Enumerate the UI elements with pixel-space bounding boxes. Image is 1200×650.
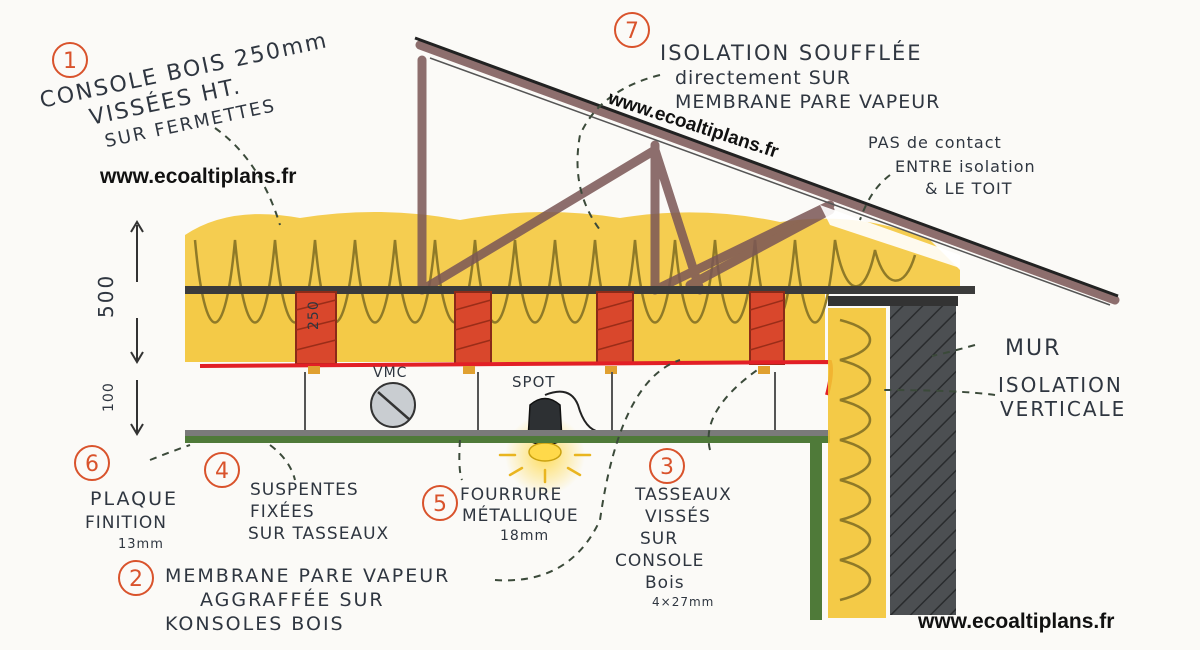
spot-label: SPOT bbox=[512, 373, 556, 391]
roof-gap-line-1: PAS de contact bbox=[868, 133, 1002, 152]
roof-gap-line-2: ENTRE isolation bbox=[895, 157, 1036, 176]
label-3-line-1: TASSEAUX bbox=[634, 485, 732, 505]
label-6-line-1: PLAQUE bbox=[90, 488, 178, 510]
label-5-line-1: FOURRURE bbox=[460, 485, 562, 505]
beam-mark: 250 bbox=[306, 300, 322, 330]
label-4-line-2: FIXÉES bbox=[250, 500, 315, 522]
label-7-line-3: MEMBRANE PARE VAPEUR bbox=[675, 91, 940, 113]
wall-top-plate bbox=[828, 296, 958, 306]
label-3-line-6: 4×27mm bbox=[652, 595, 714, 609]
label-4-line-3: SUR TASSEAUX bbox=[248, 524, 389, 544]
label-3-line-2: VISSÉS bbox=[645, 505, 711, 527]
label-7-line-1: ISOLATION SOUFFLÉE bbox=[660, 40, 923, 65]
callout-num-6: 6 bbox=[85, 452, 99, 477]
watermark-top-left: www.ecoaltiplans.fr bbox=[99, 165, 296, 188]
roof-gap-line-3: & LE TOIT bbox=[925, 179, 1013, 198]
watermark-bottom-right: www.ecoaltiplans.fr bbox=[917, 610, 1114, 633]
callout-num-2: 2 bbox=[129, 567, 143, 592]
callout-num-4: 4 bbox=[215, 459, 229, 484]
spot-cable bbox=[544, 390, 601, 433]
hangers bbox=[304, 372, 776, 430]
plasterboard-return bbox=[810, 440, 822, 620]
label-2-line-3: KONSOLES BOIS bbox=[165, 613, 345, 635]
callout-num-7: 7 bbox=[625, 19, 639, 44]
label-3-line-4: CONSOLE bbox=[615, 551, 704, 571]
spot-bulb bbox=[528, 442, 562, 462]
label-2-line-1: MEMBRANE PARE VAPEUR bbox=[165, 565, 450, 587]
label-6-line-2: FINITION bbox=[85, 513, 167, 533]
leader-lines bbox=[149, 74, 996, 582]
label-5-line-2: MÉTALLIQUE bbox=[462, 504, 579, 526]
callout-num-5: 5 bbox=[433, 492, 447, 517]
dimension-lines bbox=[130, 220, 144, 436]
vmc-label: VMC bbox=[373, 365, 407, 381]
label-2-line-2: AGGRAFFÉE SUR bbox=[200, 588, 385, 611]
dim-500: 500 bbox=[94, 274, 118, 318]
label-6-line-3: 13mm bbox=[118, 537, 164, 552]
plasterboard bbox=[185, 436, 830, 443]
dim-100: 100 bbox=[101, 382, 117, 412]
roof-sheathing-inner bbox=[429, 57, 1111, 306]
label-7-line-2: directement SUR bbox=[675, 67, 851, 89]
roof-sheathing bbox=[414, 36, 1119, 298]
label-3-line-5: Bois bbox=[645, 573, 685, 593]
vertical-insulation-squiggle bbox=[839, 318, 872, 602]
callout-circles bbox=[52, 12, 685, 596]
callout-num-1: 1 bbox=[63, 49, 77, 74]
label-3-line-3: SUR bbox=[640, 529, 678, 549]
roof-gap-air bbox=[820, 205, 960, 268]
spot-rays bbox=[498, 453, 592, 484]
vertical-insulation-line-1: ISOLATION bbox=[998, 373, 1123, 397]
console-hatching bbox=[295, 299, 785, 351]
label-4-line-1: SUSPENTES bbox=[250, 480, 359, 500]
metal-furring bbox=[185, 430, 830, 436]
vertical-insulation-line-2: VERTICALE bbox=[1000, 397, 1126, 421]
masonry-wall bbox=[890, 305, 956, 615]
callout-num-3: 3 bbox=[660, 455, 674, 480]
wall-label: MUR bbox=[1005, 336, 1061, 361]
vmc-vent-slash bbox=[377, 391, 411, 421]
label-5-line-3: 18mm bbox=[500, 528, 549, 544]
roof-truss bbox=[415, 40, 1120, 305]
membrane-staples bbox=[308, 366, 770, 374]
bottom-chord bbox=[185, 286, 975, 294]
